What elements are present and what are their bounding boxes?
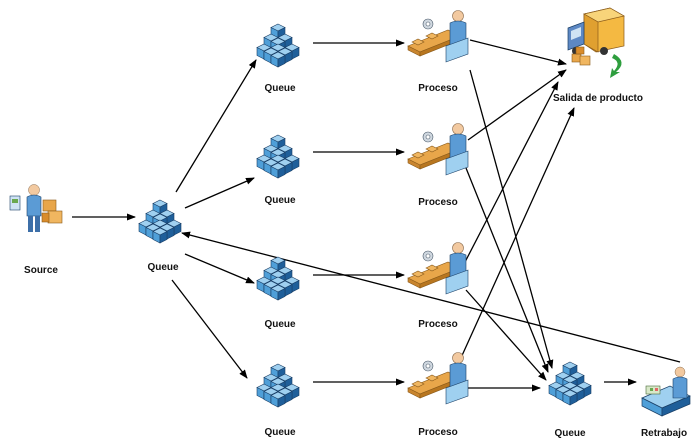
rework-station-icon bbox=[641, 366, 691, 417]
box-stack-icon bbox=[256, 134, 300, 179]
box-stack-icon bbox=[256, 363, 300, 408]
worker-with-boxes-icon bbox=[9, 184, 63, 232]
rework-node[interactable] bbox=[641, 366, 691, 417]
arrow-queue-to-q1 bbox=[175, 59, 257, 193]
box-stack-icon bbox=[256, 256, 300, 301]
main-queue-node[interactable] bbox=[138, 199, 182, 244]
box-cube bbox=[152, 227, 168, 244]
product-output-label: Salida de producto bbox=[553, 93, 643, 104]
arrow-p2-to-rework bbox=[465, 167, 549, 373]
queue-label-3: Queue bbox=[264, 319, 296, 330]
process-node-3[interactable] bbox=[407, 242, 469, 295]
queue-node-4[interactable] bbox=[256, 363, 300, 408]
conveyor-worker-icon bbox=[407, 352, 469, 405]
rework-label: Retrabajo bbox=[641, 428, 687, 439]
box-cube bbox=[270, 51, 286, 68]
arrow-p4-to-salida bbox=[459, 107, 575, 361]
arrow-queue-to-q4 bbox=[171, 279, 248, 379]
source-label: Source bbox=[24, 265, 58, 276]
box-stack-icon bbox=[548, 361, 592, 406]
arrow-p1-to-salida bbox=[469, 39, 567, 66]
box-cube bbox=[270, 162, 286, 179]
arrow-queue-to-q3 bbox=[184, 253, 255, 284]
process-label-2: Proceso bbox=[418, 197, 457, 208]
delivery-truck-icon bbox=[567, 7, 625, 78]
process-node-4[interactable] bbox=[407, 352, 469, 405]
arrow-retrabajo-to-queue bbox=[181, 231, 681, 363]
queue-node-3[interactable] bbox=[256, 256, 300, 301]
queue-node-2[interactable] bbox=[256, 134, 300, 179]
main-queue-label: Queue bbox=[147, 262, 179, 273]
conveyor-worker-icon bbox=[407, 242, 469, 295]
arrow-p1-to-rework bbox=[469, 69, 554, 369]
box-cube bbox=[270, 363, 286, 380]
box-cube bbox=[270, 23, 286, 40]
arrow-queue-to-q2 bbox=[184, 177, 255, 209]
process-label-4: Proceso bbox=[418, 427, 457, 438]
connector-layer bbox=[72, 39, 681, 392]
arrow-p3-to-salida bbox=[463, 81, 559, 265]
queue-label-4: Queue bbox=[264, 427, 296, 438]
process-node-1[interactable] bbox=[407, 10, 469, 63]
product-output-node[interactable] bbox=[567, 7, 625, 78]
box-cube bbox=[270, 284, 286, 301]
arrow-p2-to-salida bbox=[467, 69, 567, 141]
conveyor-worker-icon bbox=[407, 10, 469, 63]
process-node-2[interactable] bbox=[407, 123, 469, 176]
rework-queue-node[interactable] bbox=[548, 361, 592, 406]
queue-node-1[interactable] bbox=[256, 23, 300, 68]
process-label-3: Proceso bbox=[418, 319, 457, 330]
box-cube bbox=[270, 391, 286, 408]
queue-label-2: Queue bbox=[264, 195, 296, 206]
conveyor-worker-icon bbox=[407, 123, 469, 176]
process-label-1: Proceso bbox=[418, 83, 457, 94]
queue-label-1: Queue bbox=[264, 83, 296, 94]
source-node[interactable] bbox=[9, 184, 63, 233]
arrow-p3-to-rework bbox=[465, 289, 547, 381]
rework-queue-label: Queue bbox=[554, 428, 586, 439]
box-cube bbox=[562, 389, 578, 406]
box-stack-icon bbox=[256, 23, 300, 68]
box-stack-icon bbox=[138, 199, 182, 244]
